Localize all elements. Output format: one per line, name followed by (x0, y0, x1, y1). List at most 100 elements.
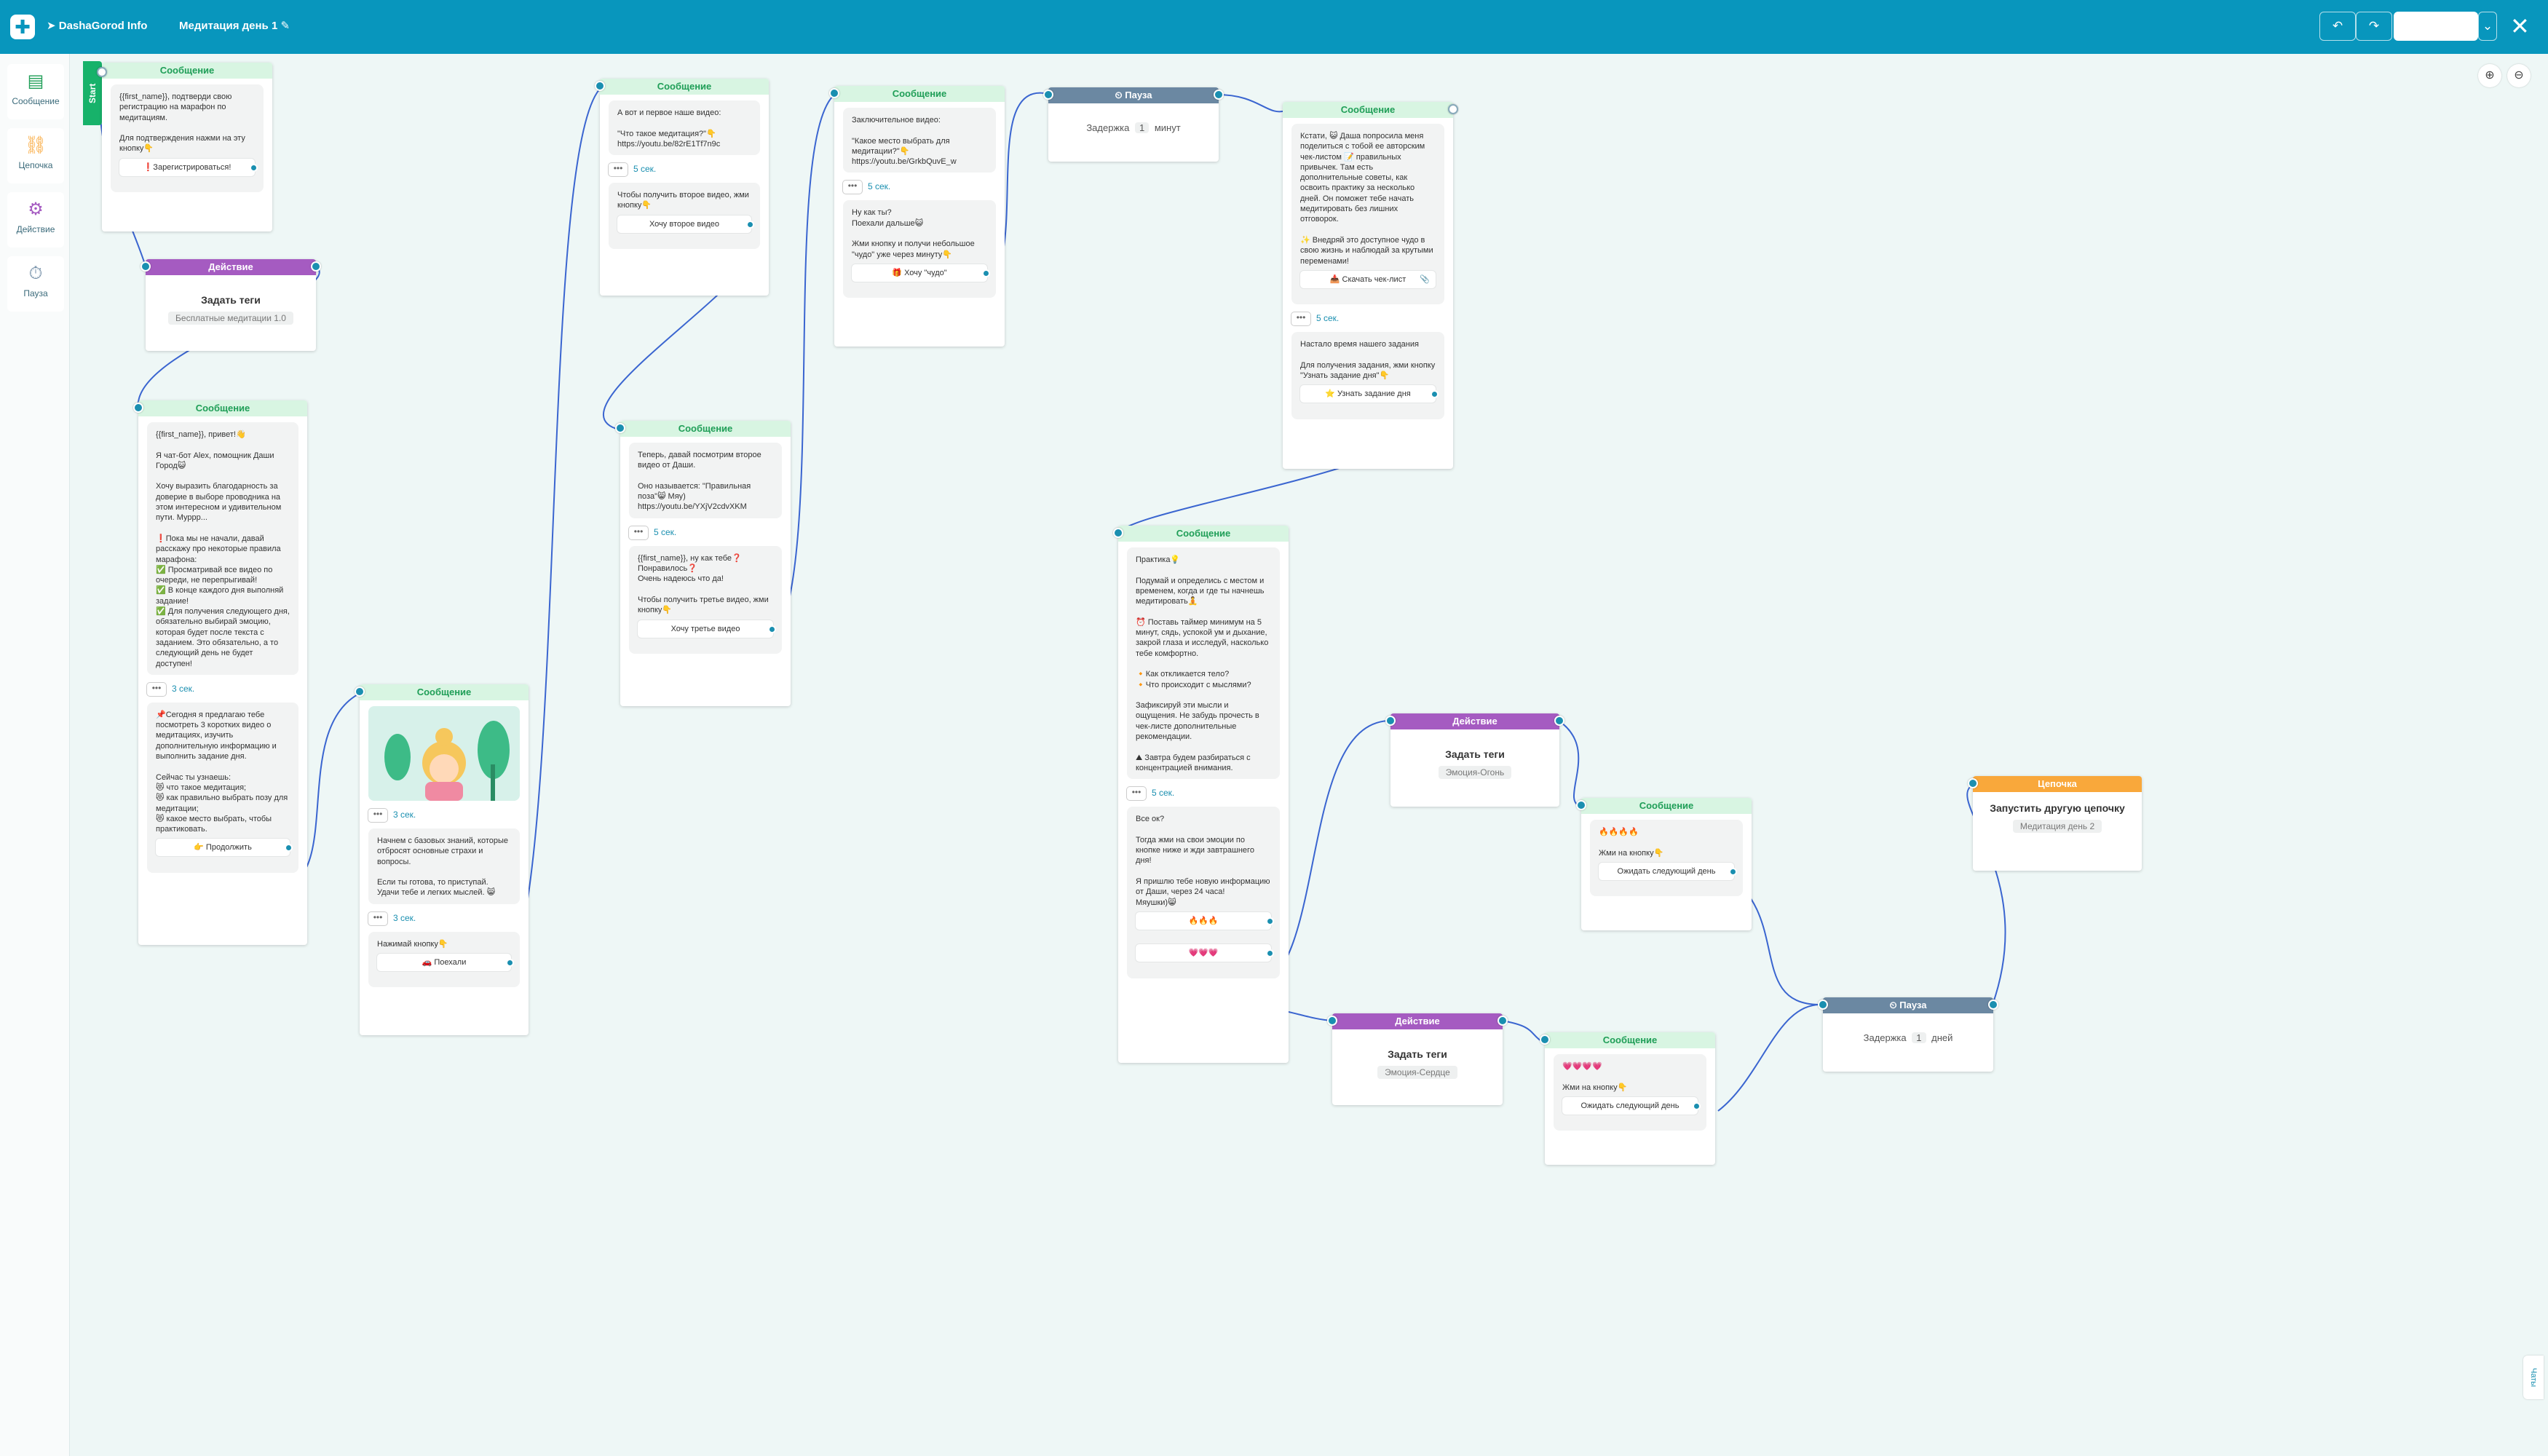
delay-time: 5 сек. (654, 526, 677, 537)
more-options-icon[interactable]: ••• (843, 181, 862, 194)
wait-next-day-button[interactable]: Ожидать следующий день (1562, 1096, 1701, 1115)
input-port[interactable] (829, 88, 839, 98)
message-text: Ну как ты? Поехали дальше😺 Жми кнопку и … (843, 200, 996, 298)
node-message-heart-wait[interactable]: Сообщение 💗💗💗💗 Жми на кнопку👇 Ожидать сл… (1545, 1032, 1715, 1165)
input-port[interactable] (1113, 528, 1123, 538)
node-message-checklist[interactable]: Сообщение Кстати, 😺 Даша попросила меня … (1283, 102, 1453, 469)
wait-next-day-button[interactable]: Ожидать следующий день (1599, 862, 1737, 880)
node-message-fire-wait[interactable]: Сообщение 🔥🔥🔥🔥 Жми на кнопку👇 Ожидать сл… (1581, 798, 1752, 930)
input-port[interactable] (1968, 778, 1978, 788)
node-message-start-basics[interactable]: Сообщение •••3 сек. Начнем с базовых зна… (360, 684, 529, 1035)
input-port[interactable] (1385, 716, 1396, 726)
save-button[interactable]: Сохранить (2394, 12, 2478, 41)
more-options-icon[interactable]: ••• (629, 526, 648, 539)
node-pause-day[interactable]: ⏲ Пауза Задержка 1 дней (1823, 997, 1993, 1072)
fire-emotion-button[interactable]: 🔥🔥🔥 (1136, 911, 1274, 930)
node-action-tag-fire[interactable]: Действие Задать теги Эмоция-Огонь (1390, 713, 1559, 807)
node-message-video-2[interactable]: Сообщение Теперь, давай посмотрим второе… (620, 421, 791, 706)
continue-button[interactable]: 👉 Продолжить (156, 839, 293, 857)
node-message-video-3[interactable]: Сообщение Заключительное видео: "Какое м… (834, 86, 1005, 347)
go-button[interactable]: 🚗 Поехали (377, 954, 514, 972)
node-pause-minute[interactable]: ⏲ Пауза Задержка 1 минут (1048, 87, 1219, 162)
more-options-icon[interactable]: ••• (368, 808, 387, 822)
tag-chip: Эмоция-Огонь (1438, 766, 1512, 779)
more-options-icon[interactable]: ••• (1127, 787, 1146, 801)
undo-button[interactable]: ↶ (2319, 12, 2356, 41)
bot-name[interactable]: ➤ DashaGorod Info (47, 20, 148, 32)
output-port[interactable] (1497, 1016, 1508, 1026)
node-chain-launch[interactable]: Цепочка Запустить другую цепочку Медитац… (1973, 776, 2142, 871)
output-port[interactable] (1988, 1000, 1998, 1010)
more-options-icon[interactable]: ••• (1291, 312, 1310, 325)
sidebar-item-message[interactable]: ▤Сообщение (7, 64, 64, 119)
input-port[interactable] (133, 403, 143, 413)
button-port[interactable] (746, 220, 754, 229)
node-action-tag-heart[interactable]: Действие Задать теги Эмоция-Сердце (1332, 1013, 1503, 1105)
sidebar-item-pause[interactable]: ⏱Пауза (7, 256, 64, 312)
zoom-out-icon[interactable]: ⊖ (2507, 64, 2531, 87)
input-port[interactable] (355, 687, 365, 697)
second-video-button[interactable]: Хочу второе видео (617, 215, 754, 233)
download-checklist-button[interactable]: 📥 Скачать чек-лист📎 (1300, 270, 1436, 288)
input-port[interactable] (141, 261, 151, 272)
input-port[interactable] (1576, 800, 1586, 810)
third-video-button[interactable]: Хочу третье видео (638, 620, 776, 638)
input-port[interactable] (615, 423, 625, 433)
task-of-day-button[interactable]: ⭐ Узнать задание дня (1300, 385, 1439, 403)
message-text: Чтобы получить второе видео, жми кнопку👇… (609, 183, 760, 250)
node-header: Действие (1332, 1013, 1503, 1029)
button-port[interactable] (1693, 1101, 1701, 1110)
button-port[interactable] (506, 959, 514, 968)
sidebar-item-action[interactable]: ⚙Действие (7, 192, 64, 248)
input-port[interactable] (1043, 90, 1053, 100)
node-message-registration[interactable]: Сообщение {{first_name}}, подтверди свою… (102, 63, 272, 232)
wire-a2-m9 (1558, 720, 1582, 807)
node-header: Сообщение (102, 63, 272, 79)
node-header: Действие (1390, 713, 1559, 729)
node-action-set-tags-free[interactable]: Действие Задать теги Бесплатные медитаци… (146, 259, 316, 351)
node-message-video-1[interactable]: Сообщение А вот и первое наше видео: "Чт… (600, 79, 769, 296)
button-port[interactable] (1729, 867, 1737, 876)
miracle-button[interactable]: 🎁 Хочу "чудо" (852, 264, 990, 282)
button-port[interactable] (1266, 949, 1274, 958)
output-port[interactable] (1554, 716, 1564, 726)
input-port[interactable] (1540, 1034, 1550, 1045)
node-message-greeting[interactable]: Сообщение {{first_name}}, привет!👋 Я чат… (138, 400, 307, 945)
button-port[interactable] (250, 163, 258, 172)
output-port[interactable] (1448, 104, 1458, 114)
output-port[interactable] (311, 261, 321, 272)
heart-emotion-button[interactable]: 💗💗💗 (1136, 944, 1274, 962)
button-port[interactable] (285, 844, 293, 852)
more-options-icon[interactable]: ••• (368, 911, 387, 925)
more-options-icon[interactable]: ••• (147, 682, 166, 696)
redo-button[interactable]: ↷ (2356, 12, 2392, 41)
button-port[interactable] (1431, 390, 1439, 399)
button-port[interactable] (768, 625, 776, 633)
save-options-chevron-icon[interactable]: ⌄ (2478, 12, 2497, 41)
button-port[interactable] (982, 269, 990, 277)
register-button[interactable]: ❗Зарегистрироваться! (119, 158, 258, 176)
clock-icon: ⏲ (1889, 1000, 1900, 1010)
more-options-icon[interactable]: ••• (609, 163, 628, 177)
action-icon: ⚙ (28, 199, 44, 219)
input-port[interactable] (1818, 1000, 1828, 1010)
action-title: Задать теги (1445, 748, 1505, 760)
chain-title[interactable]: Медитация день 1 ✎ (179, 20, 290, 32)
pause-icon: ⏱ (28, 264, 43, 283)
chats-tab[interactable]: Чаты (2523, 1356, 2544, 1399)
edit-pencil-icon[interactable]: ✎ (280, 20, 290, 32)
chain-icon: ⛓ (24, 135, 47, 155)
close-icon[interactable]: ✕ (2510, 13, 2530, 39)
input-port[interactable] (595, 81, 605, 91)
output-port[interactable] (1214, 90, 1224, 100)
sidebar-item-chain[interactable]: ⛓Цепочка (7, 128, 64, 183)
node-message-practice[interactable]: Сообщение Практика💡 Подумай и определись… (1118, 526, 1289, 1063)
button-port[interactable] (1266, 917, 1274, 925)
delay-row: •••5 сек. (609, 161, 760, 177)
input-port[interactable] (1327, 1016, 1337, 1026)
zoom-in-icon[interactable]: ⊕ (2478, 64, 2501, 87)
node-header: Сообщение (1581, 798, 1752, 814)
app-logo-icon[interactable]: ✚ (10, 15, 35, 39)
input-port[interactable] (97, 67, 107, 77)
node-header: Сообщение (360, 684, 529, 700)
